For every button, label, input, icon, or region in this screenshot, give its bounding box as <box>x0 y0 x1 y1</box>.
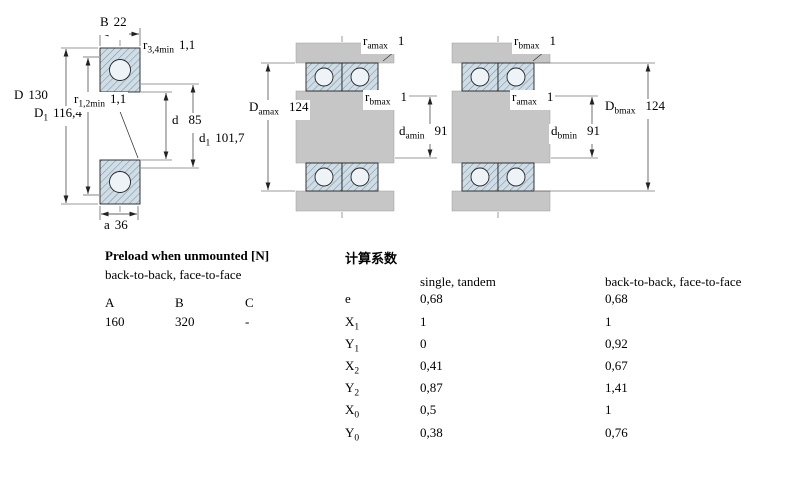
preload-header-C: C <box>245 295 254 310</box>
preload-subtitle: back-to-back, face-to-face <box>105 267 242 282</box>
preload-header-A: A <box>105 295 115 310</box>
factors-title: 计算系数 <box>345 251 398 266</box>
factors-row-X0: X0 0,5 1 <box>345 402 612 421</box>
factors-row-e: e 0,68 0,68 <box>345 291 628 307</box>
preload-value-A: 160 <box>105 314 125 329</box>
preload-header-row: A B C <box>105 295 340 311</box>
mounting-arrangement-2 <box>451 36 655 218</box>
preload-header-B: B <box>175 295 184 310</box>
factors-row-Y1: Y1 0 0,92 <box>345 335 628 355</box>
factors-row-Y0: Y0 0,38 0,76 <box>345 424 628 444</box>
calculation-factors-table: 计算系数 single, tandem back-to-back, face-t… <box>345 248 790 445</box>
bearing-cross-section-drawing <box>61 28 199 220</box>
top-ball <box>109 59 131 81</box>
factors-header-single-tandem: single, tandem <box>420 274 496 289</box>
factors-row-X2: X2 0,41 0,67 <box>345 357 628 377</box>
mounting-arrangement-1 <box>261 36 437 218</box>
preload-value-C: - <box>245 314 250 329</box>
bottom-ball <box>109 171 131 193</box>
housing-bottom-2 <box>451 190 551 212</box>
preload-table: Preload when unmounted [N] back-to-back,… <box>105 248 340 330</box>
factors-row-X1: X1 1 1 <box>345 313 612 333</box>
factors-header-back-to-back: back-to-back, face-to-face <box>605 274 742 289</box>
preload-value-B: 320 <box>175 314 195 329</box>
preload-value-row: 160 320 - <box>105 314 340 330</box>
factors-row-Y2: Y2 0,87 1,41 <box>345 380 628 399</box>
preload-title: Preload when unmounted [N] <box>105 248 270 263</box>
housing-bottom-1 <box>295 190 395 212</box>
factors-header-row: single, tandem back-to-back, face-to-fac… <box>345 274 790 290</box>
